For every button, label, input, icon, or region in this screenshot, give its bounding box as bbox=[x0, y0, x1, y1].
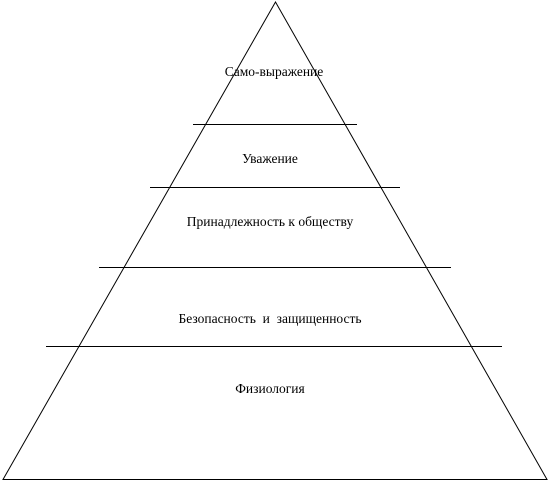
level-label-self-expression: Само-выражение bbox=[225, 64, 324, 79]
level-label-esteem: Уважение bbox=[242, 151, 298, 166]
level-label-physiology: Физиология bbox=[235, 381, 304, 396]
level-label-safety: Безопасность и защищенность bbox=[178, 311, 361, 326]
level-label-belonging: Принадлежность к обществу bbox=[187, 214, 354, 229]
